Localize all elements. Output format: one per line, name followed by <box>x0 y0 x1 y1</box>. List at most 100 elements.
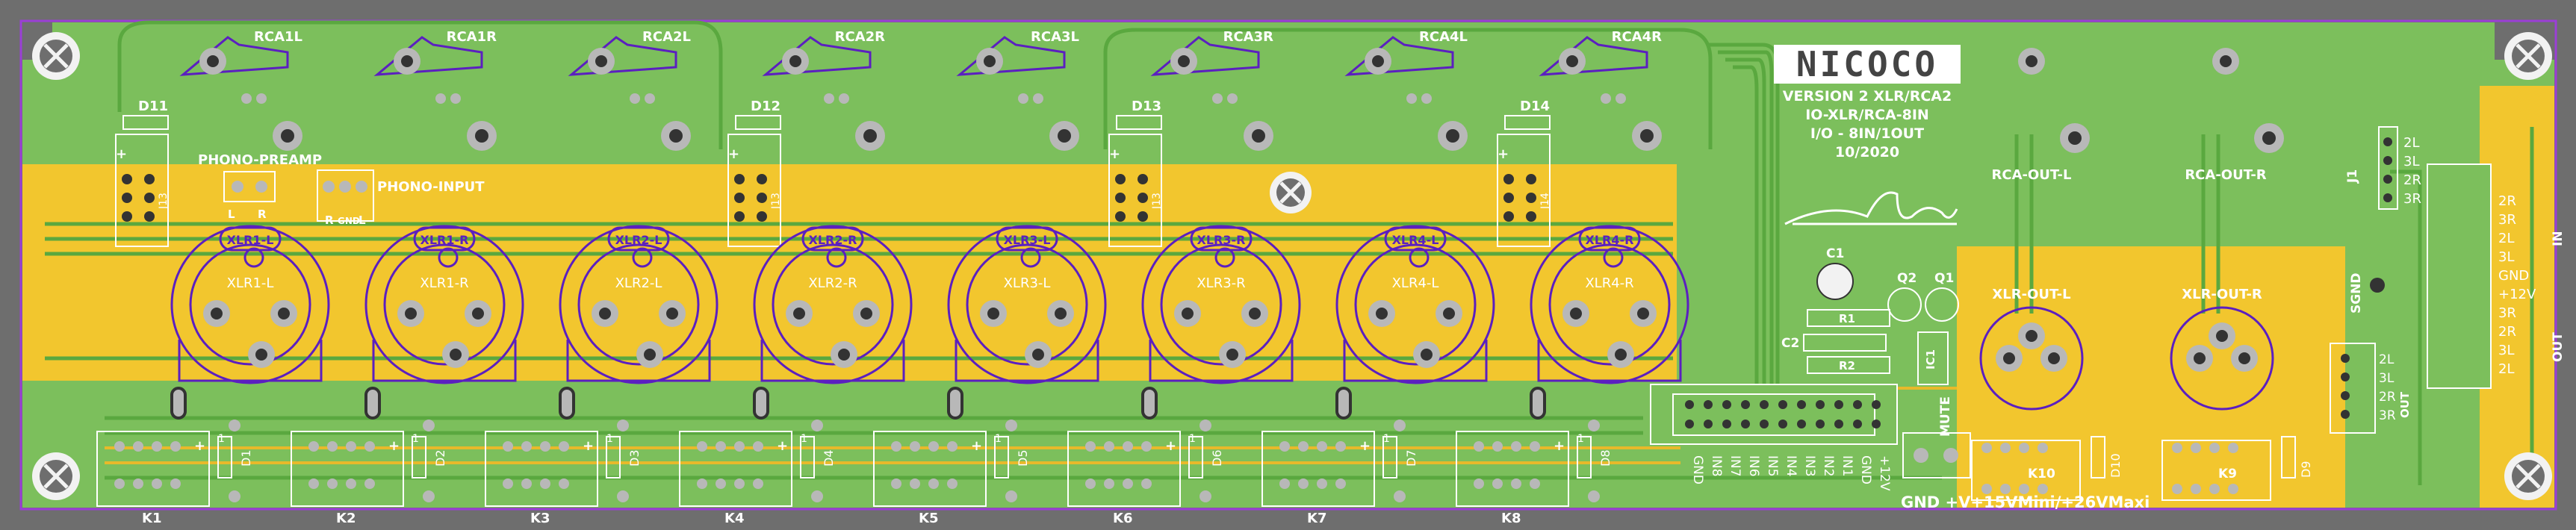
xlr-latch <box>243 247 264 268</box>
control-header-pin <box>1778 400 1787 409</box>
small-out-pin <box>2341 391 2350 400</box>
xlr-pin-hole <box>793 308 805 319</box>
header-pin <box>144 174 155 184</box>
xlr-pin-hole <box>1055 308 1067 319</box>
version-line-2: IO-XLR/RCA-8IN <box>1805 107 1929 123</box>
control-header-pin <box>1834 420 1843 428</box>
side-in-label: GND <box>2498 268 2529 284</box>
xlr-pin-hole <box>1182 308 1194 319</box>
rca-hole <box>1178 55 1190 67</box>
relay-pin <box>1104 478 1114 489</box>
relay-pin <box>521 441 532 452</box>
rca-hole <box>1566 55 1578 67</box>
xlr-mount-slot <box>170 387 187 420</box>
relay-outline <box>873 431 987 507</box>
relay-pin <box>1335 478 1346 489</box>
relay-pin <box>1474 478 1484 489</box>
relay-plus: + <box>194 438 205 454</box>
mute-circuit: C1 R1 C2 R2 Q2 Q1 IC1 MUTE <box>1781 246 1959 437</box>
small-out-label: 2L <box>2379 352 2395 367</box>
relay-outline <box>1261 431 1375 507</box>
xlr-pin-hole <box>1421 349 1433 361</box>
logo-background <box>1774 45 1961 84</box>
relay-pin <box>1123 441 1133 452</box>
connector-label: J13 <box>158 193 170 210</box>
header-pin <box>144 193 155 203</box>
relay-plus: + <box>777 438 788 454</box>
header-pin <box>734 211 745 222</box>
relay-diode-pad <box>229 420 240 431</box>
rca-hole <box>789 55 801 67</box>
relay-pin <box>1279 478 1290 489</box>
xlr-out-label: XLR-OUT-L <box>1992 287 2070 302</box>
output-relay-pin <box>2228 443 2238 453</box>
xlr-latch <box>632 247 653 268</box>
xlr-label: XLR3-L <box>1004 275 1051 291</box>
mounting-hole-br <box>2504 452 2552 500</box>
xlr-latch <box>826 247 847 268</box>
rca-pin <box>824 93 834 104</box>
control-header-pin <box>1816 420 1825 428</box>
small-out-label: 3R <box>2379 408 2396 423</box>
rca-pin <box>256 93 267 104</box>
relay-pin <box>503 441 513 452</box>
rca-outline <box>1539 36 1648 76</box>
capacitor-c2 <box>1803 334 1887 352</box>
mounting-hole-tl <box>32 32 80 80</box>
xlr-tag: XLR1-R <box>420 233 469 247</box>
output-relay-pin <box>2172 443 2182 453</box>
header-pin <box>1115 193 1126 203</box>
phono-preamp-label: PHONO-PREAMP <box>198 152 322 168</box>
rca-pin <box>241 93 252 104</box>
relay-diode-pad <box>1588 420 1600 431</box>
relay-pin <box>1298 441 1309 452</box>
relay-diode-body <box>1188 436 1203 478</box>
header-pin <box>1138 193 1148 203</box>
control-header-pin <box>1722 400 1731 409</box>
xlr-label: XLR1-R <box>420 275 468 291</box>
control-header-pin <box>1722 420 1731 428</box>
xlr-pin-hole <box>1226 349 1238 361</box>
output-relay-pin <box>2037 484 2048 494</box>
rca-jack-rca2l: RCA2L <box>568 29 691 151</box>
xlr-out-ring <box>2170 306 2274 411</box>
q2-label: Q2 <box>1897 271 1917 286</box>
diode-label: D13 <box>1132 99 1161 114</box>
j1-pin <box>2383 137 2392 146</box>
rca-out-ground-hole <box>2068 131 2082 145</box>
xlr-out-hole <box>2194 352 2206 364</box>
header-pin <box>1526 211 1536 222</box>
rca-outline <box>568 36 677 76</box>
header-outline <box>1108 134 1162 247</box>
relay-diode-label: D2 <box>433 450 447 467</box>
side-out-label: 2R <box>2498 324 2516 340</box>
xlr-pin-hole <box>472 308 484 319</box>
xlr-outer-ring <box>170 225 330 384</box>
xlr-jack-xlr1-r: XLR1-R XLR1-R <box>364 225 524 420</box>
small-out-pin <box>2341 354 2350 363</box>
diode-body <box>735 115 781 130</box>
relay-diode-body <box>412 436 426 478</box>
xlr-label: XLR2-R <box>808 275 857 291</box>
small-out-group-label: OUT <box>2398 391 2412 418</box>
xlr-pin-hole <box>1615 349 1627 361</box>
xlr-housing <box>566 340 711 382</box>
rca-pin <box>1018 93 1028 104</box>
xlr-inner-ring <box>383 243 506 366</box>
relay-pin <box>1511 478 1521 489</box>
rca-label: RCA2R <box>835 29 886 45</box>
rca-hole <box>595 55 607 67</box>
relay-pin <box>734 478 745 489</box>
xlr-tag: XLR2-L <box>615 233 662 247</box>
control-header-label: GND <box>1858 455 1873 484</box>
rca-pin <box>1406 93 1417 104</box>
relay-outline <box>1456 431 1569 507</box>
rca-output-l: RCA-OUT-L <box>1992 48 2090 183</box>
connector-label: J14 <box>1539 193 1551 210</box>
xlr-input-jacks: XLR1-LXLR1-LXLR1-RXLR1-RXLR2-LXLR2-LXLR2… <box>170 225 1689 420</box>
xlr-pin-hole <box>1637 308 1649 319</box>
copper-pour-left-strip <box>22 164 90 216</box>
